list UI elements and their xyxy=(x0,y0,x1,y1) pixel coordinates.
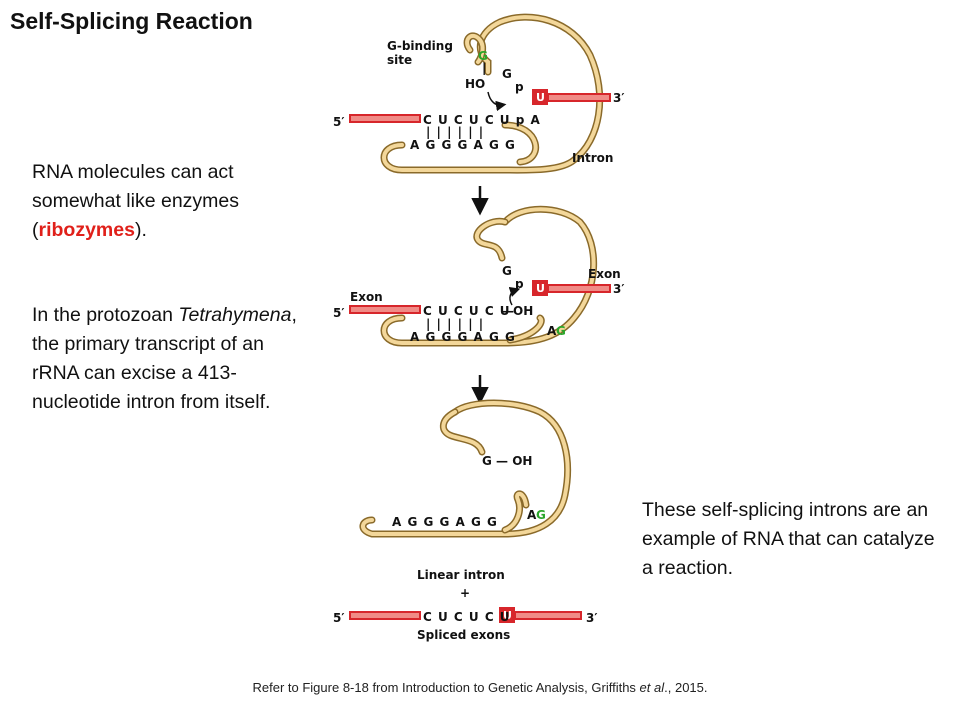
five-prime-label-3: 5′ xyxy=(333,611,345,625)
bar-1: | xyxy=(482,61,486,75)
oh-label-2: OH xyxy=(513,304,533,318)
bonds-1: | | | | | | xyxy=(426,125,484,139)
g-oh-label: G — OH xyxy=(482,454,532,468)
reference-text-before: Refer to Figure 8-18 from Introduction t… xyxy=(252,680,640,695)
reference-etal: et al xyxy=(639,680,665,695)
spliced-exons-group: U 5′ 3′ C U C U C U Spliced exons xyxy=(333,607,598,642)
ag-a-3: A xyxy=(527,508,537,522)
u-box-1 xyxy=(532,89,548,105)
five-prime-label-1: 5′ xyxy=(333,115,345,129)
ribozyme-paragraph: RNA molecules can act somewhat like enzy… xyxy=(32,158,302,245)
exon-left-spliced xyxy=(349,611,421,620)
self-splicing-paragraph: These self-splicing introns are an examp… xyxy=(642,499,935,579)
linear-intron-label: Linear intron xyxy=(417,568,505,582)
u-label-2: U xyxy=(536,282,545,295)
stage-2-group: U Exon Exon G p 5′ 3′ C U C U C U — OH |… xyxy=(333,205,625,347)
stage-1-group: U G-binding site G | HO G p 5′ 3′ C U C … xyxy=(333,13,625,174)
g-green-1: G xyxy=(478,49,488,63)
sequence-bottom-1: A G G G A G G xyxy=(410,138,516,152)
ag-g-2: G xyxy=(556,324,566,338)
slide-title: Self-Splicing Reaction xyxy=(10,8,253,34)
attack-arrow-1 xyxy=(487,91,507,112)
g-label-1: G xyxy=(502,67,512,81)
five-prime-label-2: 5′ xyxy=(333,306,345,320)
sequence-top-1: C U C U C U p A xyxy=(423,113,541,127)
p-label-2: p xyxy=(515,277,524,291)
exon-3-prime-2 xyxy=(547,284,611,293)
g-label-2: G xyxy=(502,264,512,278)
sequence-top-2: C U C U C U xyxy=(423,304,511,318)
ribozyme-text-before: RNA molecules can act somewhat like enzy… xyxy=(32,161,239,241)
spliced-exons-label: Spliced exons xyxy=(417,628,510,642)
figure-reference: Refer to Figure 8-18 from Introduction t… xyxy=(0,680,960,695)
exon-label-right: Exon xyxy=(588,267,621,281)
stage-3-group: G — OH A G G G A G G A G Linear intron + xyxy=(359,399,571,600)
three-prime-label-2: 3′ xyxy=(613,282,625,296)
u-label-3: U xyxy=(503,609,512,622)
tetrahymena-text-before: In the protozoan xyxy=(32,304,179,326)
ribozyme-highlight: ribozymes xyxy=(38,219,135,241)
sequence-bottom-2: A G G G A G G xyxy=(410,330,516,344)
tetrahymena-species: Tetrahymena xyxy=(178,304,292,326)
sequence-spliced: C U C U C U xyxy=(423,610,511,624)
tetrahymena-text-after: , the primary transcript of an rRNA can … xyxy=(32,304,297,413)
attack-arrow-2 xyxy=(508,286,521,306)
bonds-2: | | | | | | xyxy=(426,317,484,331)
u-box-2 xyxy=(532,280,548,296)
exon-5-prime-2 xyxy=(349,305,421,314)
ag-a-2: A xyxy=(547,324,557,338)
dash-2: — xyxy=(502,304,514,318)
three-prime-label-1: 3′ xyxy=(613,91,625,105)
three-prime-label-3: 3′ xyxy=(586,611,598,625)
p-label-1: p xyxy=(515,80,524,94)
exon-5-prime-1 xyxy=(349,114,421,123)
u-label-1: U xyxy=(536,91,545,104)
u-box-3 xyxy=(499,607,515,623)
ho-label: HO xyxy=(465,77,485,91)
g-binding-label-line2: site xyxy=(387,53,412,67)
exon-3-prime-1 xyxy=(547,93,611,102)
ribozyme-text-after: ). xyxy=(134,219,147,241)
reference-text-after: ., 2015. xyxy=(664,680,708,695)
tetrahymena-paragraph: In the protozoan Tetrahymena, the primar… xyxy=(32,301,312,417)
sequence-linear-intron: A G G G A G G xyxy=(392,515,498,529)
exon-label-left: Exon xyxy=(350,290,383,304)
plus-label: + xyxy=(460,586,470,600)
g-binding-label-line1: G-binding xyxy=(387,39,453,53)
intron-label: Intron xyxy=(572,151,613,165)
exon-right-spliced xyxy=(514,611,582,620)
ag-g-3: G xyxy=(536,508,546,522)
